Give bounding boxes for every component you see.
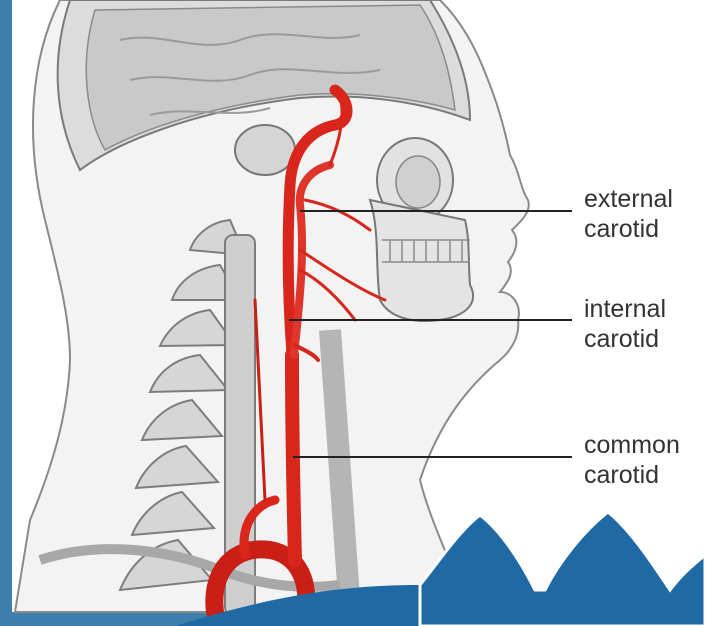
label-line: internal: [584, 294, 666, 324]
ear-region: [235, 125, 295, 175]
label-line: carotid: [584, 214, 673, 244]
orbit-inner: [396, 156, 440, 208]
label-internal-carotid: internal carotid: [584, 294, 666, 354]
label-common-carotid: common carotid: [584, 430, 680, 490]
label-line: external: [584, 184, 673, 214]
label-line: carotid: [584, 460, 680, 490]
jaw: [370, 200, 473, 321]
label-line: carotid: [584, 324, 666, 354]
label-line: common: [584, 430, 680, 460]
label-external-carotid: external carotid: [584, 184, 673, 244]
